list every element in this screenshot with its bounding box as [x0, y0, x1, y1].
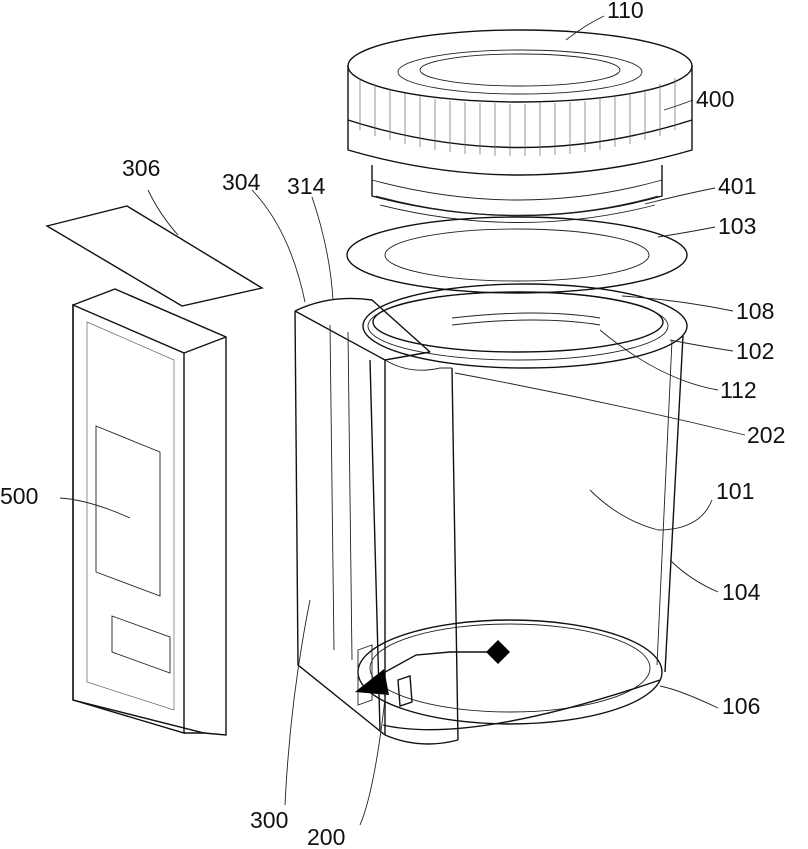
- label-103: 103: [718, 213, 756, 239]
- gasket-103: [347, 217, 687, 293]
- diamond-marker-icon: [486, 640, 510, 664]
- label-102: 102: [736, 338, 774, 364]
- label-108: 108: [736, 298, 774, 324]
- cap-400: [348, 30, 692, 223]
- label-200: 200: [307, 824, 345, 849]
- label-106: 106: [722, 693, 760, 719]
- test-card-500: [73, 289, 226, 735]
- label-300: 300: [250, 807, 288, 833]
- cup-body-101: [358, 284, 687, 730]
- label-314: 314: [287, 173, 326, 199]
- label-110: 110: [607, 0, 644, 23]
- label-101: 101: [716, 478, 754, 504]
- label-304: 304: [222, 169, 261, 195]
- label-104: 104: [722, 579, 761, 605]
- label-500: 500: [0, 483, 38, 509]
- label-401: 401: [718, 173, 756, 199]
- label-202: 202: [747, 422, 785, 448]
- leader-lines: [60, 16, 745, 825]
- label-306: 306: [122, 155, 160, 181]
- label-400: 400: [696, 86, 734, 112]
- label-strip-306: [47, 206, 262, 306]
- label-112: 112: [720, 377, 757, 403]
